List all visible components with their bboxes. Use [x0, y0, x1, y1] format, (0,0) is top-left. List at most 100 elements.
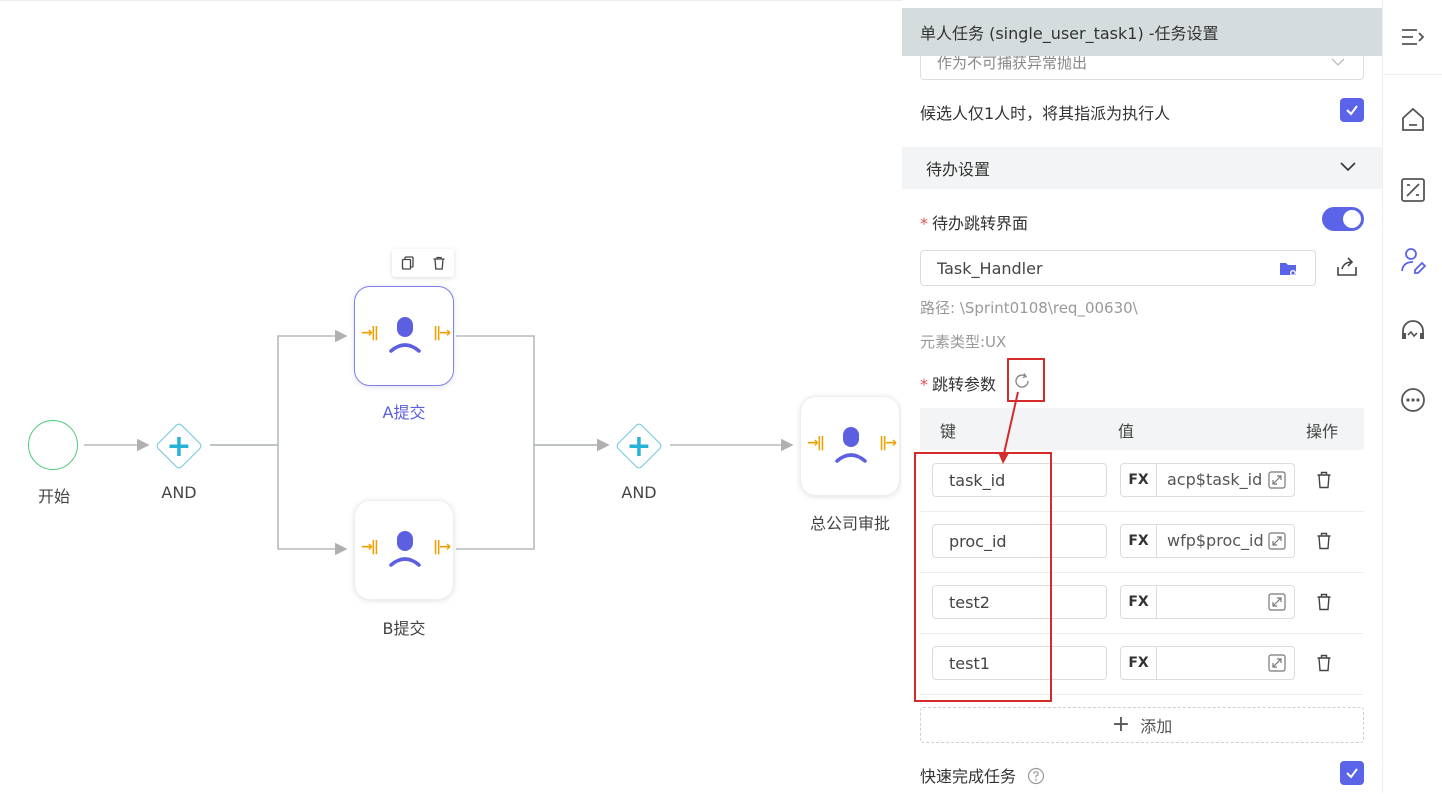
user-task-icon — [389, 317, 421, 353]
exception-select-value: 作为不可捕获异常抛出 — [937, 56, 1088, 72]
task-node-b[interactable]: →|| ||→ — [354, 500, 454, 600]
table-row: proc_id FX wfp$proc_id — [920, 512, 1364, 573]
help-icon[interactable] — [1027, 767, 1045, 785]
start-label: 开始 — [37, 487, 70, 506]
collapse-icon[interactable] — [1399, 24, 1427, 52]
annotation-arrow — [998, 391, 1019, 464]
divider — [1383, 74, 1442, 75]
handler-input[interactable]: Task_Handler — [920, 250, 1316, 286]
delete-icon[interactable] — [1316, 471, 1332, 489]
jump-params-row: *跳转参数 — [920, 371, 1364, 395]
edge-b-gateway2 — [456, 438, 610, 550]
expand-icon[interactable] — [1268, 654, 1286, 672]
todo-jump-row: *待办跳转界面 — [920, 210, 1364, 234]
flow-canvas[interactable]: 开始 + AND →|| ||→ A提交 →|| ||→ B提交 + AND — [0, 0, 902, 793]
assign-single-label: 候选人仅1人时，将其指派为执行人 — [920, 104, 1171, 123]
gateway-2-label: AND — [621, 483, 657, 502]
param-key: test2 — [949, 592, 990, 612]
table-row: task_id FX acp$task_id — [920, 451, 1364, 512]
quick-complete-checkbox[interactable] — [1340, 761, 1364, 785]
edge-gateway1-a — [210, 329, 348, 446]
more-icon[interactable] — [1399, 386, 1427, 414]
start-event[interactable] — [28, 420, 78, 470]
user-edit-icon[interactable] — [1399, 246, 1427, 274]
home-icon[interactable] — [1399, 106, 1427, 134]
percent-icon[interactable] — [1399, 176, 1427, 204]
in-port-icon: →|| — [807, 435, 825, 451]
param-value: acp$task_id — [1167, 470, 1263, 489]
check-icon — [1346, 768, 1358, 779]
delete-icon[interactable] — [1316, 532, 1332, 550]
delete-icon[interactable] — [1316, 654, 1332, 672]
task-a-label: A提交 — [382, 403, 426, 422]
panel-title: 单人任务 (single_user_task1) -任务设置 — [902, 8, 1382, 56]
fx-button[interactable]: FX — [1121, 525, 1157, 557]
refresh-highlight-box — [1007, 358, 1045, 402]
todo-jump-toggle[interactable] — [1322, 207, 1364, 231]
exception-select[interactable]: 作为不可捕获异常抛出 — [920, 56, 1364, 80]
user-task-icon — [835, 427, 867, 463]
expand-icon[interactable] — [1268, 593, 1286, 611]
share-icon[interactable] — [1336, 257, 1358, 277]
in-port-icon: →|| — [361, 325, 379, 341]
quick-complete-label: 快速完成任务 — [920, 767, 1017, 786]
out-port-icon: ||→ — [433, 539, 451, 555]
param-key-input[interactable]: proc_id — [932, 524, 1107, 558]
fx-button[interactable]: FX — [1121, 647, 1157, 679]
param-key: task_id — [949, 470, 1006, 490]
table-row: test2 FX — [920, 573, 1364, 634]
assign-single-checkbox[interactable] — [1340, 98, 1364, 122]
add-label: 添加 — [1140, 717, 1173, 736]
header-value: 值 — [1118, 422, 1135, 441]
headset-icon[interactable] — [1399, 316, 1427, 344]
user-task-icon — [389, 531, 421, 567]
flow-connections — [84, 329, 794, 556]
task-node-a[interactable]: →|| ||→ — [354, 286, 454, 386]
jump-params-label: 跳转参数 — [932, 375, 997, 394]
required-mark: * — [920, 375, 928, 394]
param-key: proc_id — [949, 531, 1007, 551]
param-value-field[interactable]: FX — [1120, 585, 1295, 619]
quick-complete-row: 快速完成任务 — [920, 763, 1364, 787]
plus-icon: + — [626, 428, 652, 464]
param-value-field[interactable]: FX wfp$proc_id — [1120, 524, 1295, 558]
header-key: 键 — [940, 422, 957, 441]
todo-section-header[interactable]: 待办设置 — [902, 147, 1382, 189]
param-value-field[interactable]: FX acp$task_id — [1120, 463, 1295, 497]
chevron-down-icon — [1340, 162, 1356, 172]
delete-icon[interactable] — [432, 256, 446, 270]
add-param-button[interactable]: + 添加 — [920, 707, 1364, 743]
edge-gateway1-b — [210, 444, 348, 556]
handler-value: Task_Handler — [937, 258, 1043, 278]
gateway-1-label: AND — [161, 483, 197, 502]
edge-a-gateway2 — [456, 335, 610, 452]
header-action: 操作 — [1306, 422, 1339, 441]
check-icon — [1346, 105, 1358, 116]
out-port-icon: ||→ — [879, 435, 897, 451]
keys-highlight-box — [914, 452, 1052, 702]
expand-icon[interactable] — [1268, 471, 1286, 489]
folder-icon[interactable] — [1279, 261, 1297, 277]
param-key-input[interactable]: test1 — [932, 646, 1107, 680]
expand-icon[interactable] — [1268, 532, 1286, 550]
element-type-text: 元素类型:UX — [920, 333, 1007, 351]
param-key: test1 — [949, 653, 990, 673]
task-settings-panel: 单人任务 (single_user_task1) -任务设置 作为不可捕获异常抛… — [902, 0, 1382, 793]
param-key-input[interactable]: task_id — [932, 463, 1107, 497]
delete-icon[interactable] — [1316, 593, 1332, 611]
fx-button[interactable]: FX — [1121, 464, 1157, 496]
todo-section-title: 待办设置 — [926, 160, 991, 179]
node-toolbar — [392, 249, 454, 277]
path-text: 路径: \Sprint0108\req_00630\ — [920, 299, 1138, 317]
fx-button[interactable]: FX — [1121, 586, 1157, 618]
task-node-final[interactable]: →|| ||→ — [800, 396, 900, 496]
copy-icon[interactable] — [401, 256, 415, 270]
refresh-icon[interactable] — [1013, 372, 1031, 390]
todo-jump-label: 待办跳转界面 — [932, 214, 1029, 233]
param-value-field[interactable]: FX — [1120, 646, 1295, 680]
out-port-icon: ||→ — [433, 325, 451, 341]
right-icon-bar — [1382, 0, 1442, 793]
param-value: wfp$proc_id — [1167, 531, 1264, 550]
required-mark: * — [920, 214, 928, 233]
param-key-input[interactable]: test2 — [932, 585, 1107, 619]
